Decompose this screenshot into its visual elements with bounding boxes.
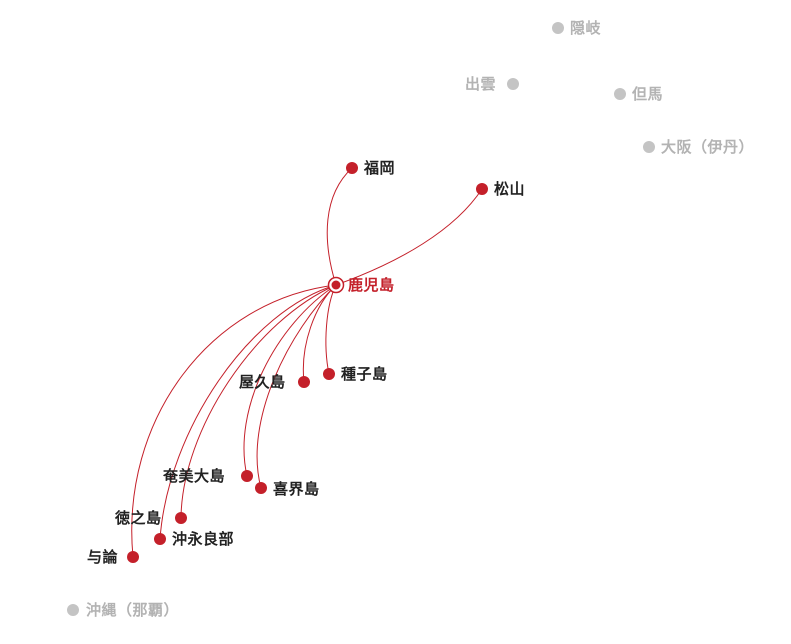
dot-yoron[interactable] [127,551,139,563]
dot-amami[interactable] [241,470,253,482]
route-fukuoka [326,167,353,286]
route-matsuyama [335,188,483,286]
label-yakushima[interactable]: 屋久島 [239,373,286,391]
label-tokunoshima[interactable]: 徳之島 [115,509,162,527]
route-kikai [256,284,337,489]
route-tokunoshima [159,284,337,540]
label-yoron[interactable]: 与論 [87,548,119,566]
dot-osaka[interactable] [643,141,655,153]
label-izumo[interactable]: 出雲 [465,75,497,93]
dot-tokunoshima[interactable] [154,533,166,545]
dot-fukuoka[interactable] [346,162,358,174]
label-okinawa[interactable]: 沖縄（那覇） [86,601,180,619]
dot-kikai[interactable] [255,482,267,494]
dot-oki[interactable] [552,22,564,34]
label-kagoshima-hub[interactable]: 鹿児島 [348,276,395,294]
label-tanegashima[interactable]: 種子島 [341,365,388,383]
route-lines [131,167,483,558]
route-yoron [131,284,337,558]
label-amami[interactable]: 奄美大島 [163,467,226,485]
route-tanegashima [325,284,337,375]
label-fukuoka[interactable]: 福岡 [364,159,396,177]
label-matsuyama[interactable]: 松山 [494,180,526,198]
hub-ring-icon[interactable] [327,276,345,294]
dot-tajima[interactable] [614,88,626,100]
dot-matsuyama[interactable] [476,183,488,195]
dot-tanegashima[interactable] [323,368,335,380]
label-tajima[interactable]: 但馬 [632,85,664,103]
dot-okinoerabu[interactable] [175,512,187,524]
label-kikai[interactable]: 喜界島 [273,480,320,498]
label-oki[interactable]: 隠岐 [570,19,602,37]
route-okinoerabu [180,284,337,519]
dot-okinawa[interactable] [67,604,79,616]
label-osaka[interactable]: 大阪（伊丹） [661,138,755,156]
dot-izumo[interactable] [507,78,519,90]
label-okinoerabu[interactable]: 沖永良部 [172,530,235,548]
route-amami [243,284,337,477]
dot-yakushima[interactable] [298,376,310,388]
